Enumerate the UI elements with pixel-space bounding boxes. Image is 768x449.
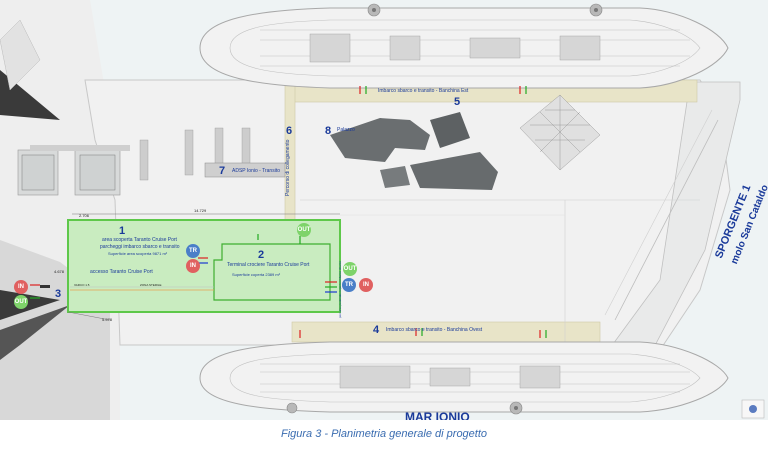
dim-bottom: 5.578 (102, 317, 113, 322)
access-label: accesso Taranto Cruise Port (90, 269, 153, 275)
zone-number-5: 5 (454, 96, 461, 108)
out-marker-right: OUT (343, 262, 357, 276)
zone-number-6: 6 (286, 125, 293, 137)
dim-left-top: 2.706 (79, 213, 90, 218)
imbarco-ovest-label: Imbarco sbarco e transito - Banchina Ove… (386, 327, 483, 333)
area1-subtitle: parcheggi imbarco sbarco e transito (100, 244, 180, 250)
small-label-zona: ZONA STERILE (140, 283, 162, 287)
in-marker-area: IN (186, 259, 200, 273)
zone-number-7: 7 (219, 165, 226, 177)
tr-marker-area: TR (186, 244, 200, 258)
site-plan-drawing (0, 3, 765, 420)
imbarco-est-label: Imbarco sbarco e transito - Banchina Est (378, 88, 469, 94)
out-marker-left: OUT (14, 295, 28, 309)
zone-number-4: 4 (373, 324, 380, 336)
mar-ionio-label: MAR IONIO (405, 410, 470, 420)
terminal-surface: Superficie coperta 2389 m² (232, 272, 281, 277)
area1-title: area scoperta Taranto Cruise Port (102, 237, 177, 243)
terminal-title: Terminal crociere Taranto Cruise Port (227, 262, 310, 268)
zone-number-1: 1 (119, 225, 126, 237)
figure-caption: Figura 3 - Planimetria generale di proge… (280, 428, 488, 440)
zone-number-2: 2 (258, 249, 265, 261)
dim-left: 4.678 (54, 269, 65, 274)
tr-marker-right: TR (342, 278, 356, 292)
small-label-varco: VARCO 1.5 (74, 283, 90, 287)
site-plan: IN OUT TR IN OUT OUT TR IN 1 2 3 4 5 6 7… (0, 0, 768, 420)
out-marker-top: OUT (297, 223, 311, 237)
adsp-label: ADSP Ionio - Transito (232, 168, 280, 174)
zone-number-3: 3 (55, 288, 62, 300)
in-marker-left: IN (14, 280, 28, 294)
area1-surface: Superficie area scoperta 9871 m² (108, 251, 168, 256)
percorso-label: Percorso di collegamento (285, 139, 291, 196)
in-marker-right: IN (359, 278, 373, 292)
palazzo-label: Palazzo (337, 127, 355, 133)
vertical-right-label: percorso pedonale coperto imbarco sbarco (338, 260, 342, 318)
zone-number-8: 8 (325, 125, 332, 137)
dim-top: 14.729 (194, 208, 207, 213)
